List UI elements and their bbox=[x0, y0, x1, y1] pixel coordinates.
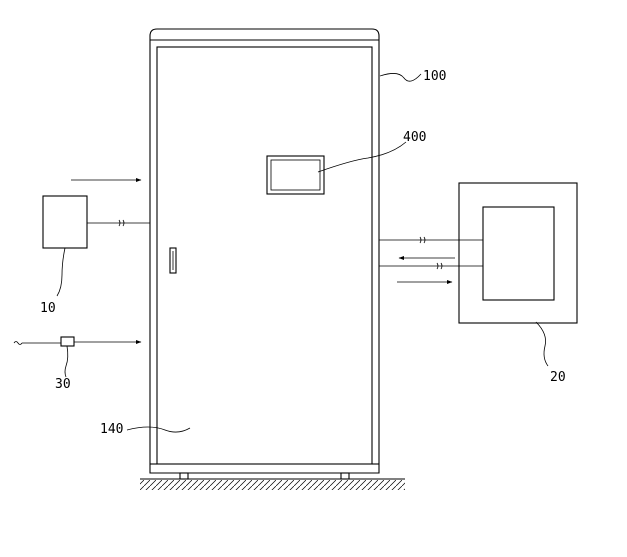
label-cabinet: 100 bbox=[423, 69, 446, 84]
cabinet bbox=[149, 28, 380, 480]
leader-lines bbox=[56, 73, 549, 433]
ground bbox=[140, 478, 405, 490]
door-handle bbox=[169, 247, 177, 274]
connection-lines bbox=[379, 236, 483, 284]
label-door: 140 bbox=[100, 422, 123, 437]
label-unit-left: 10 bbox=[40, 301, 56, 316]
unit-left bbox=[42, 195, 150, 249]
unit-right bbox=[458, 182, 578, 324]
cabinet-foot-left bbox=[179, 472, 189, 480]
cabinet-foot-right bbox=[340, 472, 350, 480]
display-panel bbox=[266, 155, 325, 195]
label-sensor: 30 bbox=[55, 377, 71, 392]
sensor-line bbox=[13, 336, 142, 347]
sensor-box bbox=[60, 336, 75, 347]
label-unit-right: 20 bbox=[550, 370, 566, 385]
label-display: 400 bbox=[403, 130, 426, 145]
